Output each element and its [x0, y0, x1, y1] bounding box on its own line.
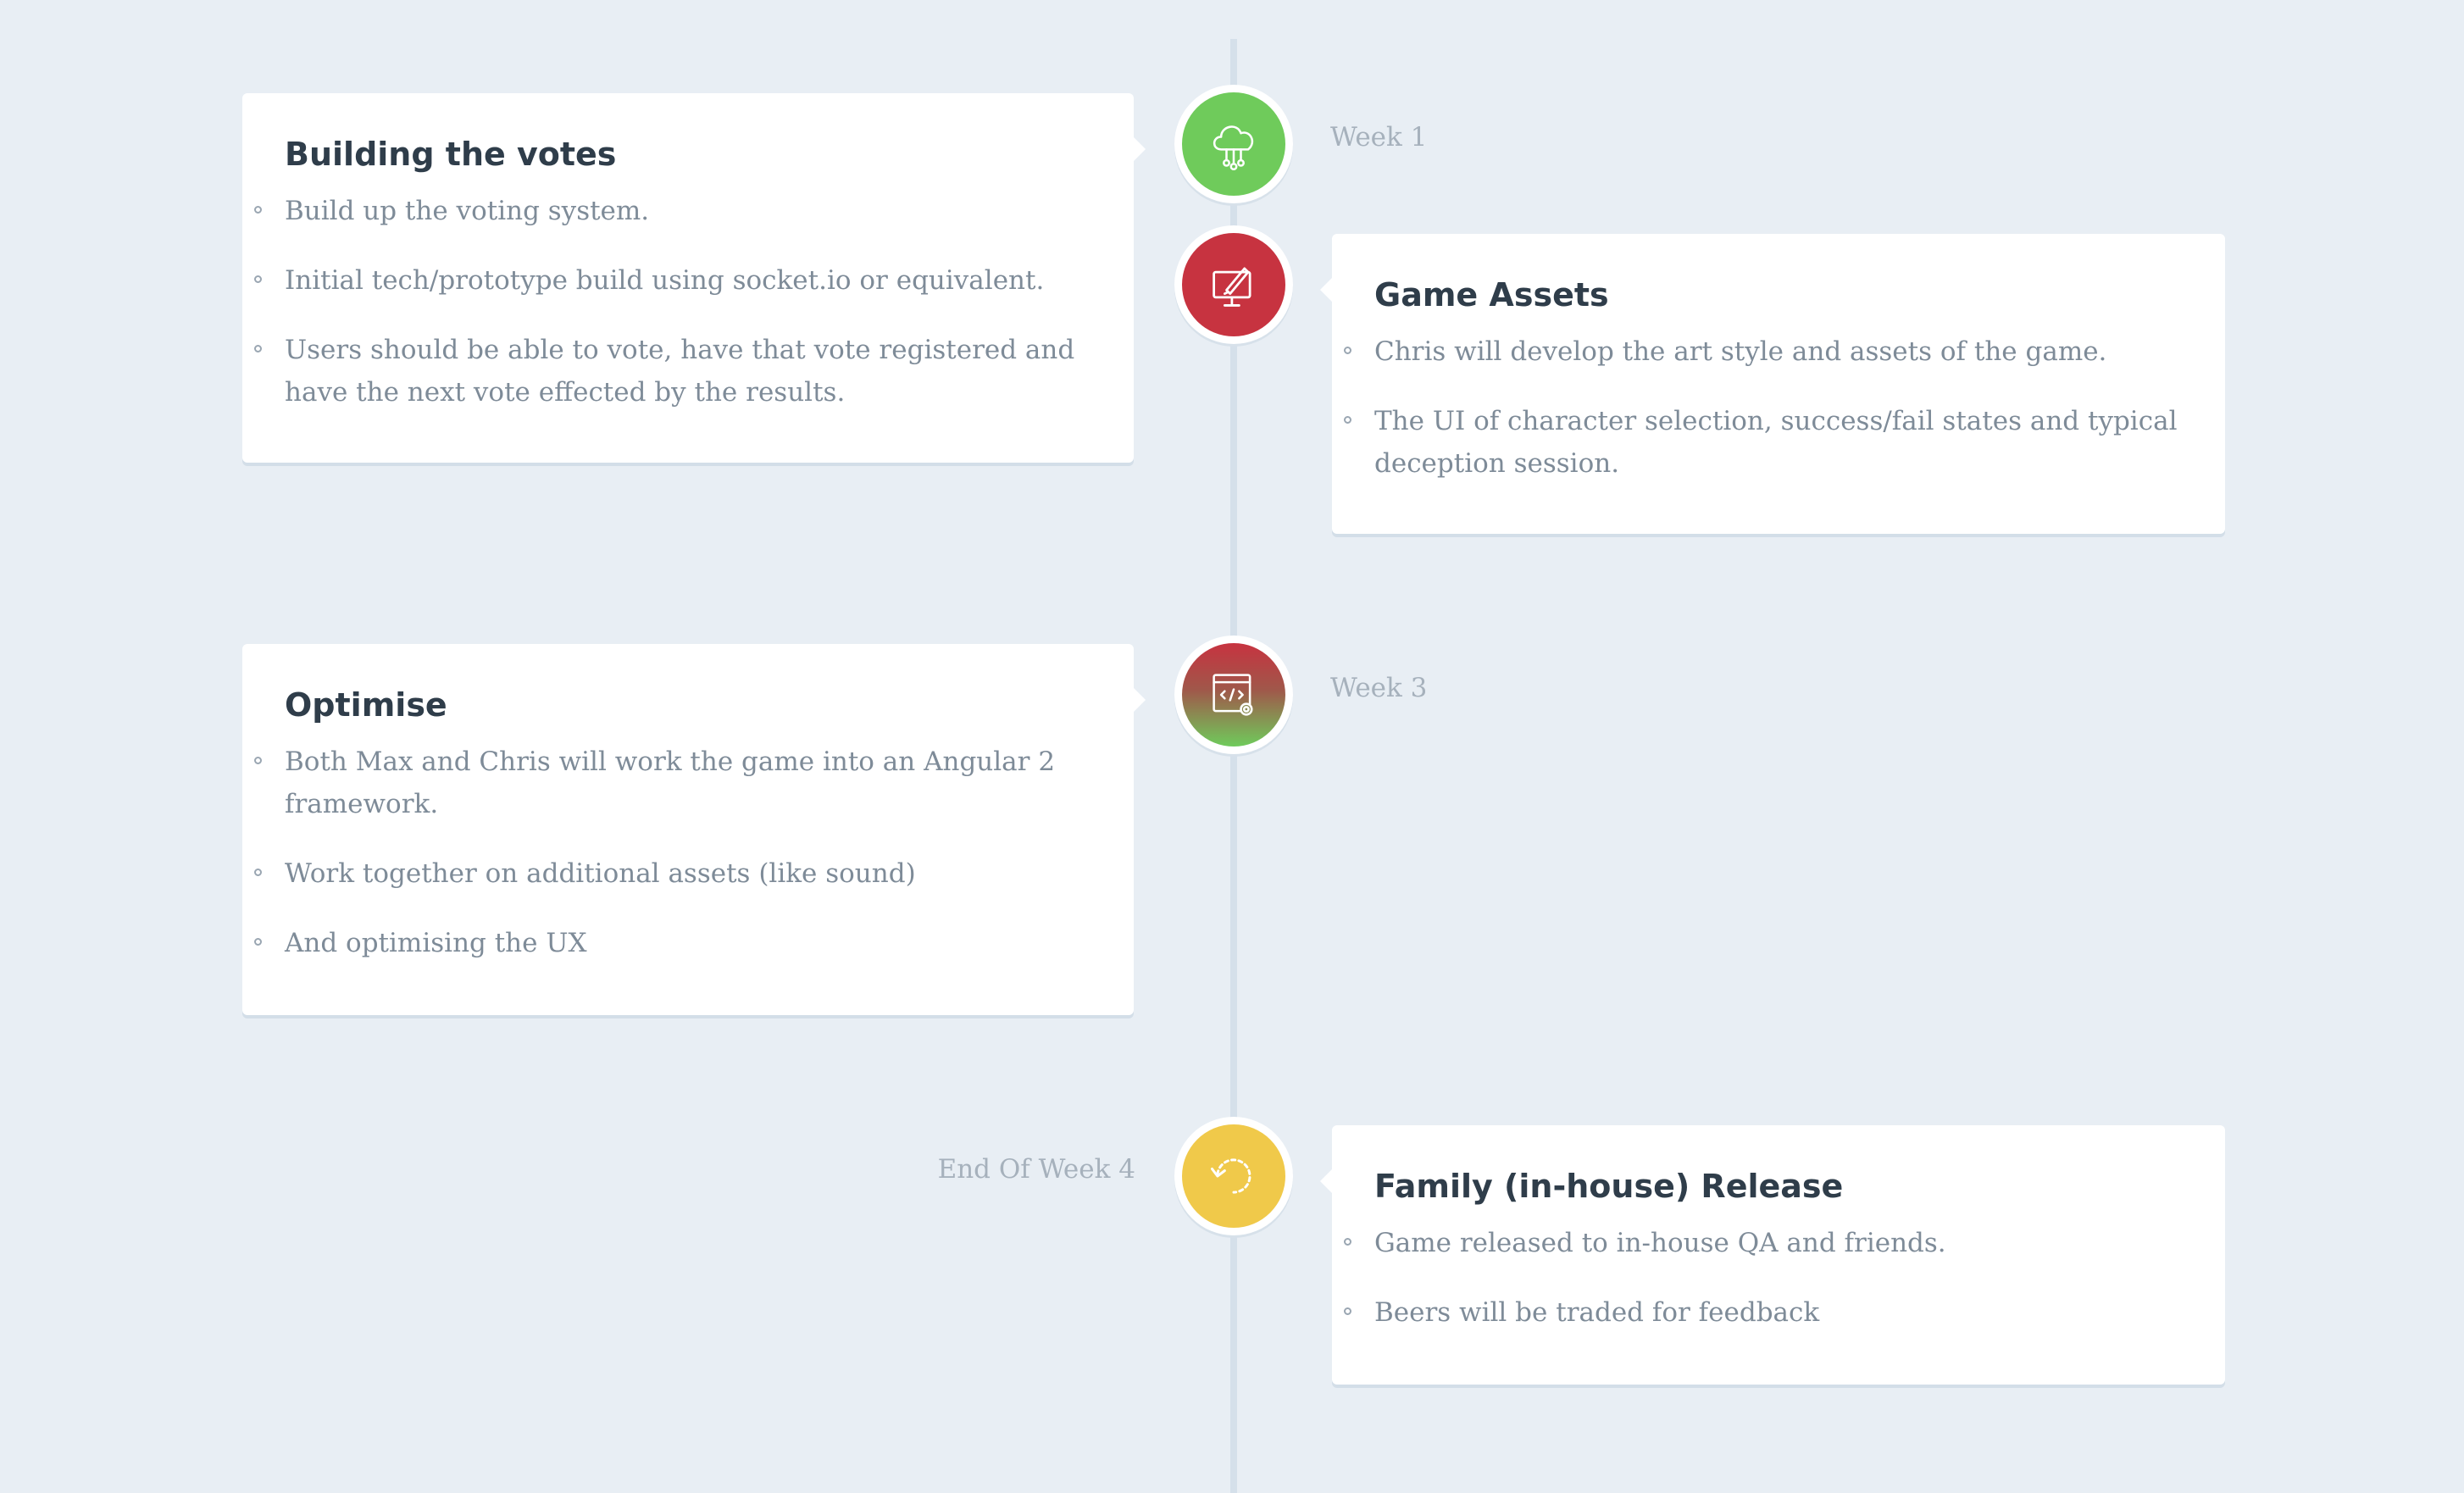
card-title: Game Assets — [1374, 276, 1609, 314]
refresh-icon — [1211, 1158, 1251, 1194]
date-label: Week 3 — [1330, 673, 1428, 703]
monitor-pen-icon — [1213, 267, 1251, 307]
cloud-network-icon — [1213, 125, 1254, 171]
list-item: Build up the voting system. — [254, 190, 1091, 232]
card-list: Chris will develop the art style and ass… — [1344, 330, 2183, 485]
timeline-line — [1230, 39, 1237, 1493]
card-list: Game released to in-house QA and friends… — [1344, 1222, 2183, 1334]
list-item: Game released to in-house QA and friends… — [1344, 1222, 2183, 1264]
list-item: Both Max and Chris will work the game in… — [254, 741, 1091, 825]
list-item: The UI of character selection, success/f… — [1344, 400, 2183, 485]
timeline-node-game-assets — [1174, 225, 1293, 344]
list-item: Work together on additional assets (like… — [254, 852, 1091, 895]
list-item: Beers will be traded for feedback — [1344, 1291, 2183, 1334]
code-window-gear-icon — [1213, 674, 1253, 716]
card-title: Building the votes — [285, 136, 617, 173]
timeline-card-game-assets: Game Assets Chris will develop the art s… — [1320, 234, 2225, 534]
timeline-node-building-votes — [1174, 85, 1293, 203]
date-label: Week 1 — [1330, 122, 1428, 153]
card-list: Build up the voting system. Initial tech… — [254, 190, 1091, 413]
timeline-card-optimise: Optimise Both Max and Chris will work th… — [242, 644, 1146, 1015]
list-item: Chris will develop the art style and ass… — [1344, 330, 2183, 373]
list-item: And optimising the UX — [254, 922, 1091, 964]
list-item: Initial tech/prototype build using socke… — [254, 259, 1091, 302]
timeline-node-optimise — [1174, 635, 1293, 754]
card-list: Both Max and Chris will work the game in… — [254, 741, 1091, 964]
date-label: End Of Week 4 — [937, 1154, 1135, 1185]
list-item: Users should be able to vote, have that … — [254, 329, 1091, 413]
timeline-node-family-release — [1174, 1117, 1293, 1235]
timeline-card-family-release: Family (in-house) Release Game released … — [1320, 1125, 2225, 1385]
card-title: Optimise — [285, 686, 447, 724]
card-title: Family (in-house) Release — [1374, 1168, 1844, 1205]
timeline-card-building-votes: Building the votes Build up the voting s… — [242, 93, 1146, 463]
